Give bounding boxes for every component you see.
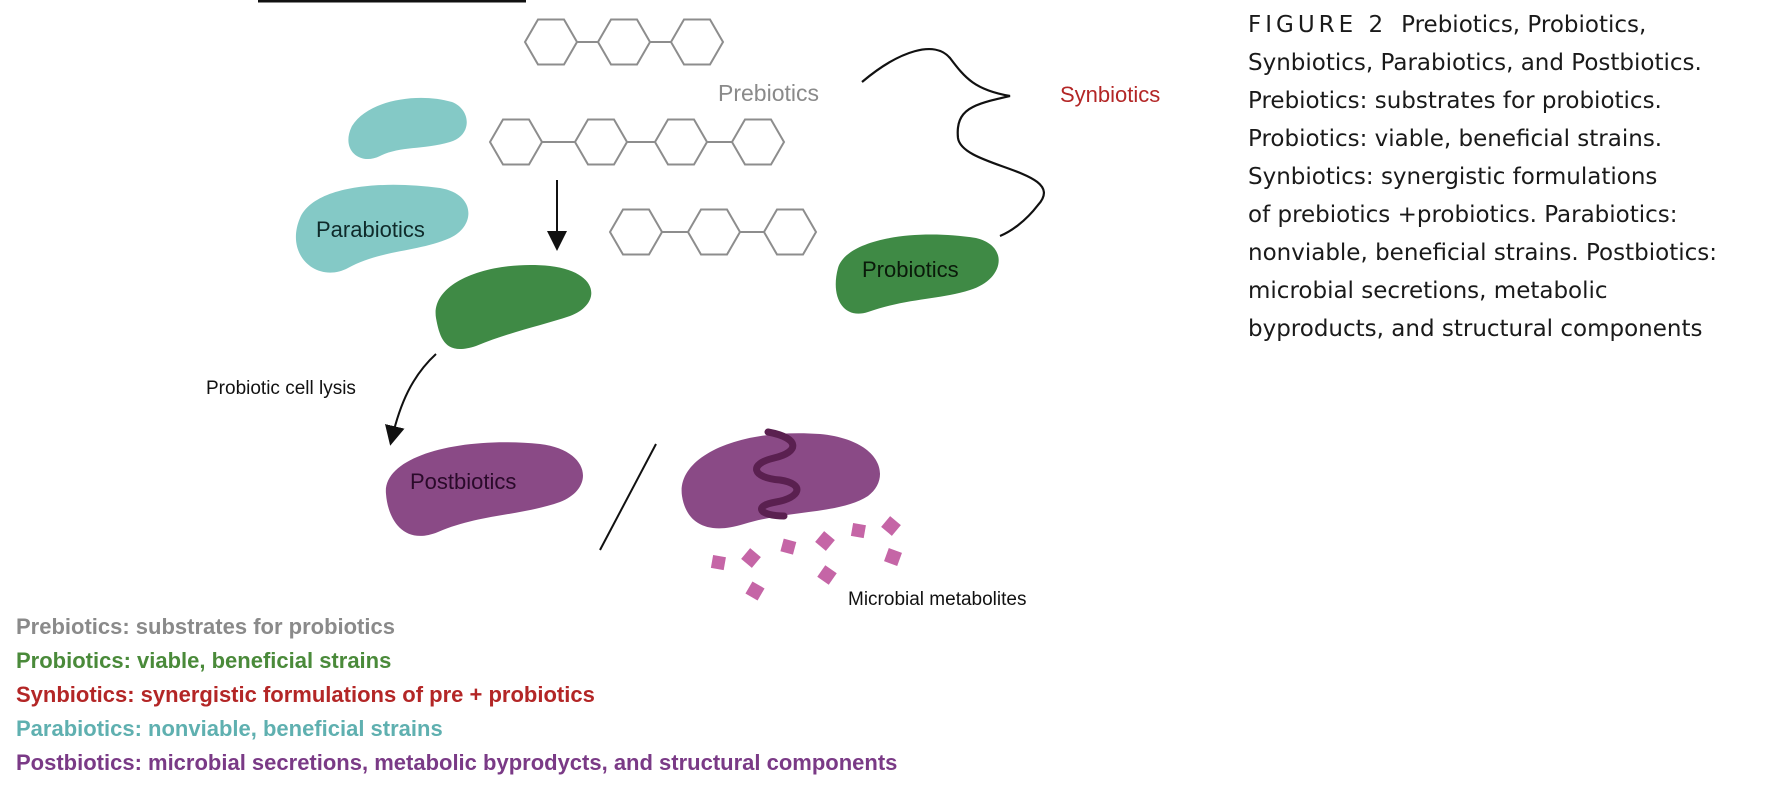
metabolite-square [817, 565, 837, 585]
parabiotics-bacterium-icon [295, 184, 469, 273]
synbiotics-bracket-icon [861, 48, 1045, 238]
hexagon-icon [730, 118, 786, 166]
hexagon-icon [596, 18, 652, 66]
hexagon-icon [488, 118, 544, 166]
hexagon-icon [653, 118, 709, 166]
caption-line: Prebiotics, Probiotics, [1401, 12, 1647, 38]
caption-line: microbial secretions, metabolic [1248, 278, 1608, 304]
metabolite-square [780, 538, 797, 555]
hexagon-icon [686, 208, 742, 256]
parabiotics-label: Parabiotics [316, 217, 425, 242]
hexagon-icon [573, 118, 629, 166]
hexagon-icon [669, 18, 725, 66]
caption-line: of prebiotics +probiotics. Parabiotics: [1248, 202, 1678, 228]
caption-line: Synbiotics: synergistic formulations [1248, 164, 1658, 190]
caption-line: Probiotics: viable, beneficial strains. [1248, 126, 1663, 152]
metabolite-square [710, 555, 726, 571]
legend-item-synbiotics: Synbiotics: synergistic formulations of … [16, 682, 595, 707]
legend-item-parabiotics: Parabiotics: nonviable, beneficial strai… [16, 716, 443, 741]
probiotics-label: Probiotics [862, 257, 959, 282]
microbial-metabolites [710, 516, 902, 601]
figure-caption: FIGURE 2 Prebiotics, Probiotics, Synbioti… [1248, 6, 1768, 348]
metabolite-square [745, 581, 765, 601]
cell-lysis-label: Probiotic cell lysis [206, 378, 356, 399]
legend-item-prebiotics: Prebiotics: substrates for probiotics [16, 614, 395, 639]
lysing-probiotic-bacterium-icon [435, 265, 592, 350]
metabolite-square [850, 523, 866, 539]
metabolite-square [815, 531, 835, 551]
caption-line: Synbiotics, Parabiotics, and Postbiotics… [1248, 50, 1702, 76]
metabolite-square [741, 548, 761, 568]
legend-item-probiotics: Probiotics: viable, beneficial strains [16, 648, 392, 673]
metabolite-square [884, 548, 902, 566]
prebiotic-hexagon-chains [488, 18, 818, 256]
postbiotics-bacterium-icon [385, 442, 583, 536]
hexagon-icon [762, 208, 818, 256]
probiotics-bacterium-icon [835, 234, 999, 314]
lysis-arrow-icon [385, 353, 437, 446]
hexagon-icon [608, 208, 664, 256]
prebiotics-label: Prebiotics [718, 80, 819, 106]
metabolites-label: Microbial metabolites [848, 589, 1026, 610]
synbiotics-label: Synbiotics [1060, 82, 1160, 107]
separator-slash [599, 443, 657, 551]
figure-label: FIGURE 2 [1248, 12, 1388, 38]
hexagon-icon [523, 18, 579, 66]
caption-line: Prebiotics: substrates for probiotics. [1248, 88, 1662, 114]
caption-line: byproducts, and structural components [1248, 316, 1703, 342]
legend-item-postbiotics: Postbiotics: microbial secretions, metab… [16, 750, 898, 775]
caption-line: nonviable, beneficial strains. Postbioti… [1248, 240, 1717, 266]
squiggle-icon [753, 428, 801, 520]
parabiotic-bacterium-icon [348, 97, 467, 160]
postbiotics-label: Postbiotics [410, 469, 516, 494]
color-legend: Prebiotics: substrates for probiotics Pr… [16, 610, 897, 780]
metabolite-square [881, 516, 901, 536]
